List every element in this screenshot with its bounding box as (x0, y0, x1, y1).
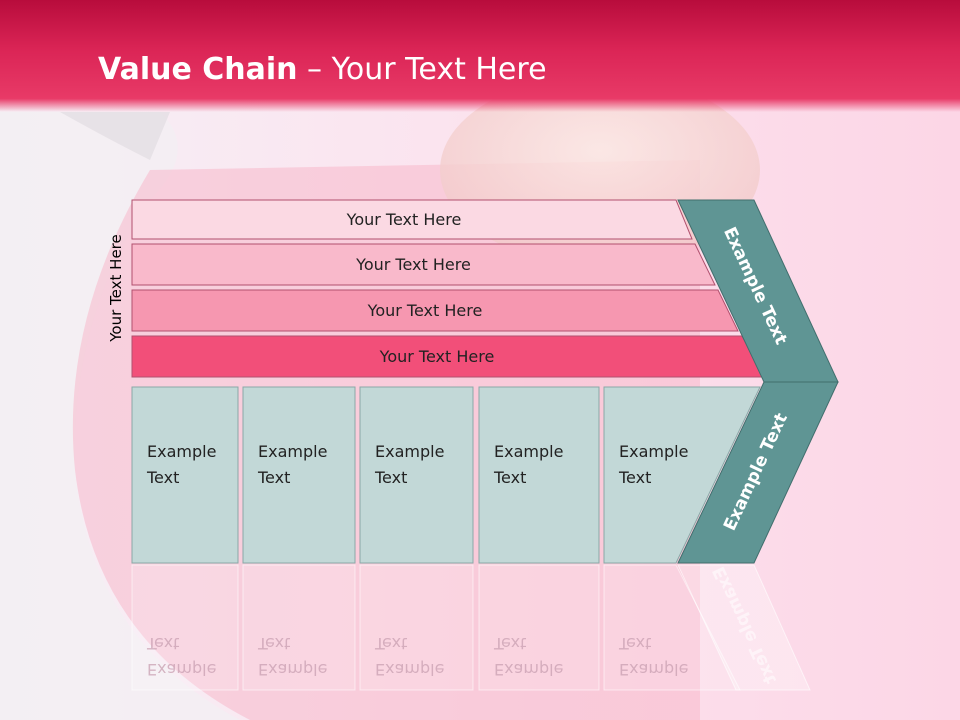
activity-box-reflection-3 (359, 564, 474, 691)
activity-box-reflection-4 (478, 564, 600, 691)
box-label-line2: Text (147, 468, 180, 487)
row-label-2: Your Text Here (356, 254, 471, 274)
row-label-1: Your Text Here (346, 209, 462, 229)
box-label-line2: Text (619, 468, 652, 487)
box-reflection-line1: Example (375, 660, 445, 679)
box-label-reflection-2: Example Text (258, 630, 327, 682)
box-reflection-line2: Text (375, 634, 408, 653)
box-label-line1: Example (375, 442, 445, 461)
row-label-3: Your Text Here (367, 300, 483, 320)
box-label-line1: Example (147, 442, 217, 461)
header-bar (0, 0, 960, 112)
row-band-1 (131, 199, 693, 240)
box-label-reflection-1: Example Text (147, 630, 216, 682)
box-label-line2: Text (258, 468, 291, 487)
box-label-reflection-4: Example Text (494, 630, 563, 682)
box-reflection-line2: Text (494, 634, 527, 653)
box-label-reflection-3: Example Text (375, 630, 444, 682)
box-reflection-line2: Text (258, 634, 291, 653)
box-label-line1: Example (494, 442, 564, 461)
box-reflection-line1: Example (147, 660, 217, 679)
activity-box-4 (478, 386, 600, 564)
row-band-3 (131, 289, 739, 332)
box-reflection-line2: Text (147, 634, 180, 653)
activity-box-reflection-2 (242, 564, 356, 691)
page-title: Value Chain – Your Text Here (98, 52, 547, 87)
row-band-2 (131, 243, 716, 286)
activity-box-reflection-1 (131, 564, 239, 691)
chevron-reflection (677, 564, 811, 691)
activity-box-1 (131, 386, 239, 564)
box-reflection-line2: Text (619, 634, 652, 653)
title-bold: Value Chain (98, 52, 298, 87)
chevron-lower-arm (677, 381, 839, 564)
title-rest: – Your Text Here (297, 52, 547, 87)
activity-box-2 (242, 386, 356, 564)
box-label-line1: Example (619, 442, 689, 461)
box-reflection-line1: Example (619, 660, 689, 679)
box-label-line2: Text (494, 468, 527, 487)
row-label-4: Your Text Here (379, 346, 495, 366)
activity-box-3 (359, 386, 474, 564)
box-label-reflection-5: Example Text (619, 630, 688, 682)
box-reflection-line1: Example (494, 660, 564, 679)
box-reflection-line1: Example (258, 660, 328, 679)
box-label-line1: Example (258, 442, 328, 461)
box-label-line2: Text (375, 468, 408, 487)
activity-box-5 (603, 386, 761, 564)
